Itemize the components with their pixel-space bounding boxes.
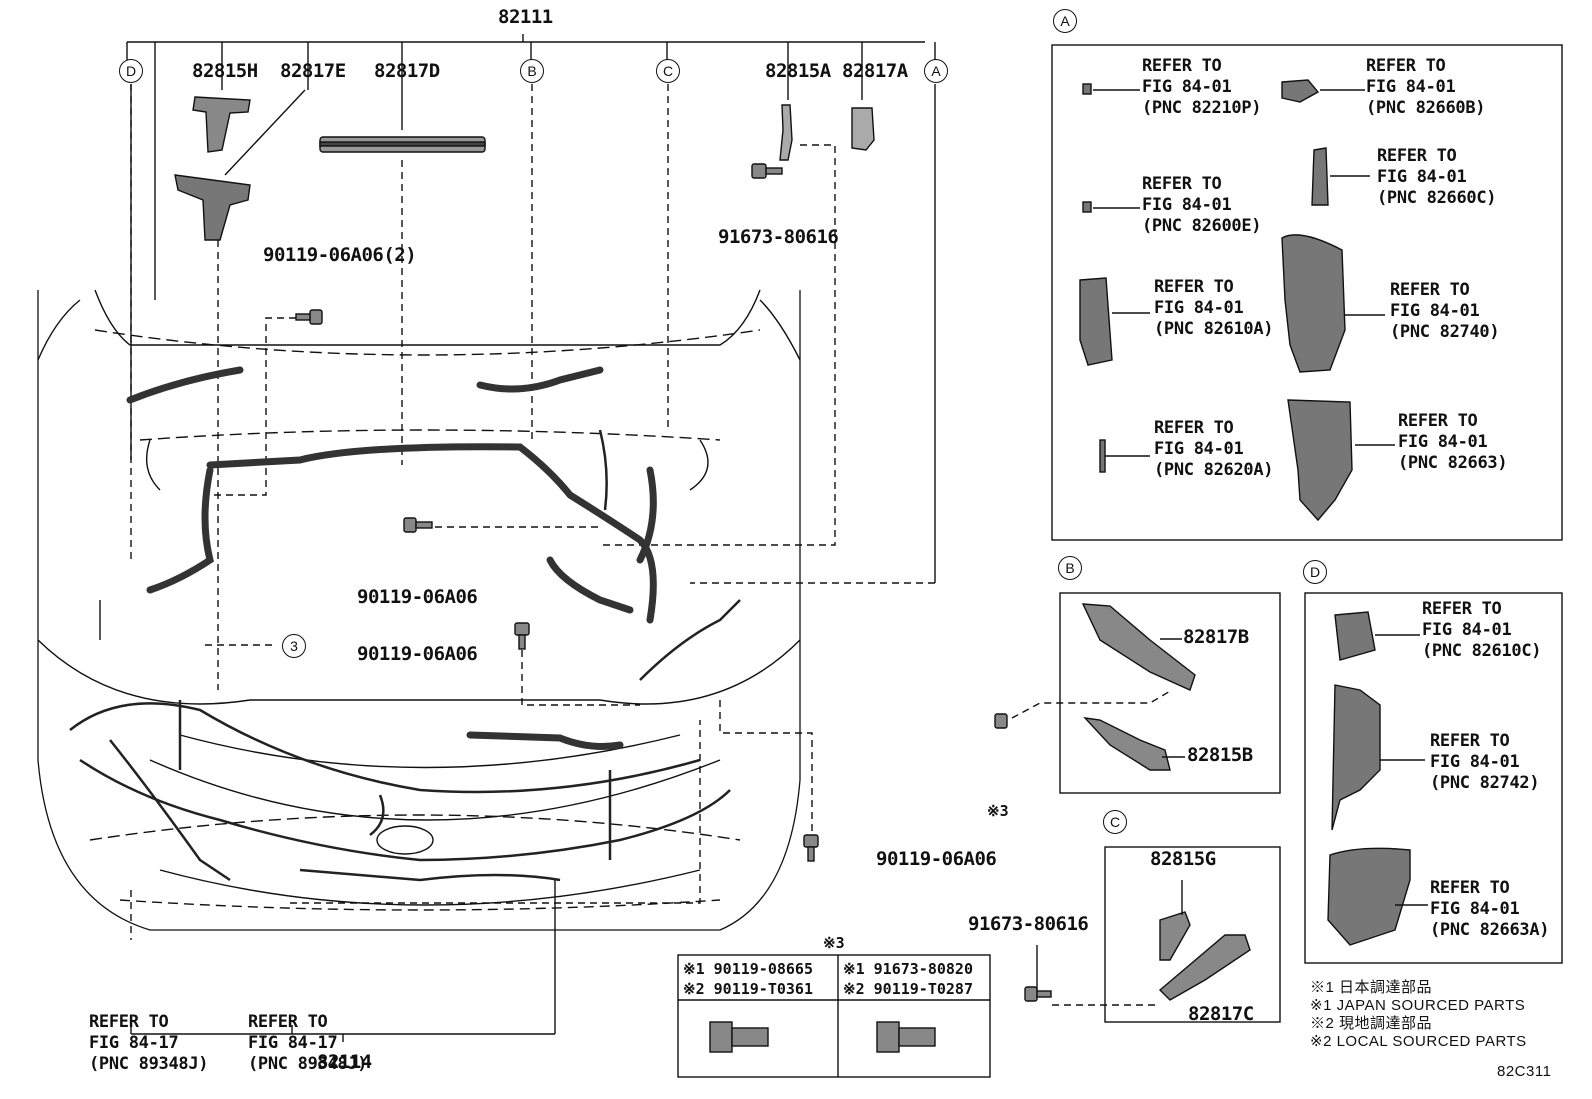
callout-d-top: D — [119, 59, 143, 83]
bolt-90119-right-label: 90119-06A06 — [876, 848, 997, 870]
callout-a-top: A — [924, 59, 948, 83]
legend-line-3: ※2 現地調達部品 — [1310, 1015, 1433, 1032]
callout-a-panel: A — [1053, 9, 1077, 33]
part-82114-label: 82114 — [317, 1051, 372, 1073]
callout-c-top: C — [656, 59, 680, 83]
note3-mark: ※3 — [987, 802, 1009, 820]
table-c2-line2: ※2 90119-T0287 — [843, 980, 973, 998]
part-82815G-label: 82815G — [1150, 848, 1216, 870]
part-82815A-label: 82815A — [765, 60, 831, 82]
table-header-note3: ※3 — [823, 934, 845, 952]
table-c1-line2: ※2 90119-T0361 — [683, 980, 813, 998]
bolt-90119-low-label: 90119-06A06 — [357, 643, 478, 665]
part-82817D-label: 82817D — [374, 60, 440, 82]
part-82817B-label: 82817B — [1183, 626, 1249, 648]
part-82815B-label: 82815B — [1187, 744, 1253, 766]
bolt-91673-top-label: 91673-80616 — [718, 226, 839, 248]
figure-id: 82C311 — [1497, 1063, 1552, 1080]
legend-line-1: ※1 日本調達部品 — [1310, 979, 1433, 996]
bolt-90119-2-label: 90119-06A06(2) — [263, 244, 417, 266]
callout-c-panel: C — [1103, 810, 1127, 834]
part-82817A-label: 82817A — [842, 60, 908, 82]
bolt-91673-c-label: 91673-80616 — [968, 913, 1089, 935]
legend-line-4: ※2 LOCAL SOURCED PARTS — [1310, 1033, 1527, 1050]
callout-3: 3 — [282, 634, 306, 658]
part-82815H-label: 82815H — [192, 60, 258, 82]
callout-d-panel: D — [1303, 560, 1327, 584]
bolt-90119-mid-label: 90119-06A06 — [357, 586, 478, 608]
callout-b-panel: B — [1058, 556, 1082, 580]
legend-line-2: ※1 JAPAN SOURCED PARTS — [1310, 997, 1526, 1014]
callout-b-top: B — [520, 59, 544, 83]
table-c1-line1: ※1 90119-08665 — [683, 960, 813, 978]
part-82111-label: 82111 — [498, 6, 553, 28]
part-82817E-label: 82817E — [280, 60, 346, 82]
part-82817C-label: 82817C — [1188, 1003, 1254, 1025]
table-c2-line1: ※1 91673-80820 — [843, 960, 973, 978]
